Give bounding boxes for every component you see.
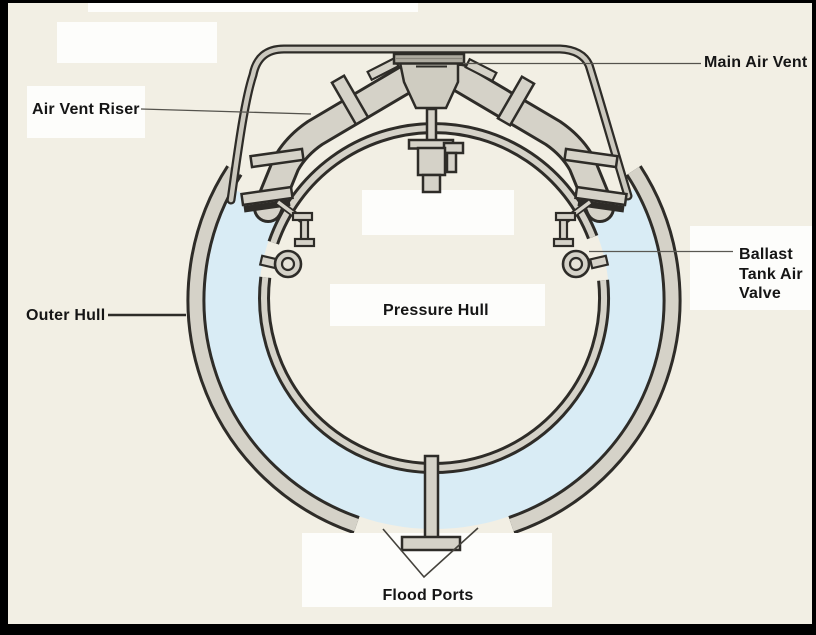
ballast-water (205, 189, 664, 529)
label-main-air-vent: Main Air Vent (704, 54, 808, 71)
main-air-vent-assembly (392, 52, 466, 110)
label-ballast-line-2: Tank Air (739, 265, 803, 283)
label-pressure-hull: Pressure Hull (383, 302, 489, 319)
superstructure-fairing (226, 44, 633, 205)
label-ballast-line-1: Ballast (739, 246, 793, 263)
label-air-vent-riser: Air Vent Riser (32, 101, 140, 118)
label-outer-hull: Outer Hull (26, 307, 106, 324)
label-ballast-tank-air-valve: Ballast Tank Air Valve (739, 245, 803, 304)
label-flood-ports: Flood Ports (382, 587, 474, 604)
keel-beam (400, 454, 462, 552)
air-vent-riser-right (445, 63, 615, 223)
outer-hull-shell (186, 165, 682, 535)
leader-lines (108, 62, 733, 579)
label-background-boxes (27, 3, 814, 326)
air-vent-riser-left (253, 63, 423, 223)
label-ballast-line-3: Valve (739, 285, 781, 302)
vent-linkage-right (552, 199, 593, 248)
riser-collars-flanges (240, 74, 628, 213)
flood-ports-pointer (382, 527, 479, 579)
air-vent-riser-leader (140, 108, 312, 115)
vent-linkage-left (275, 199, 316, 248)
vent-operating-mechanism (407, 107, 465, 194)
ballast-tank-air-valve-left (258, 249, 303, 279)
ballast-tank-air-valve-right (561, 249, 610, 279)
